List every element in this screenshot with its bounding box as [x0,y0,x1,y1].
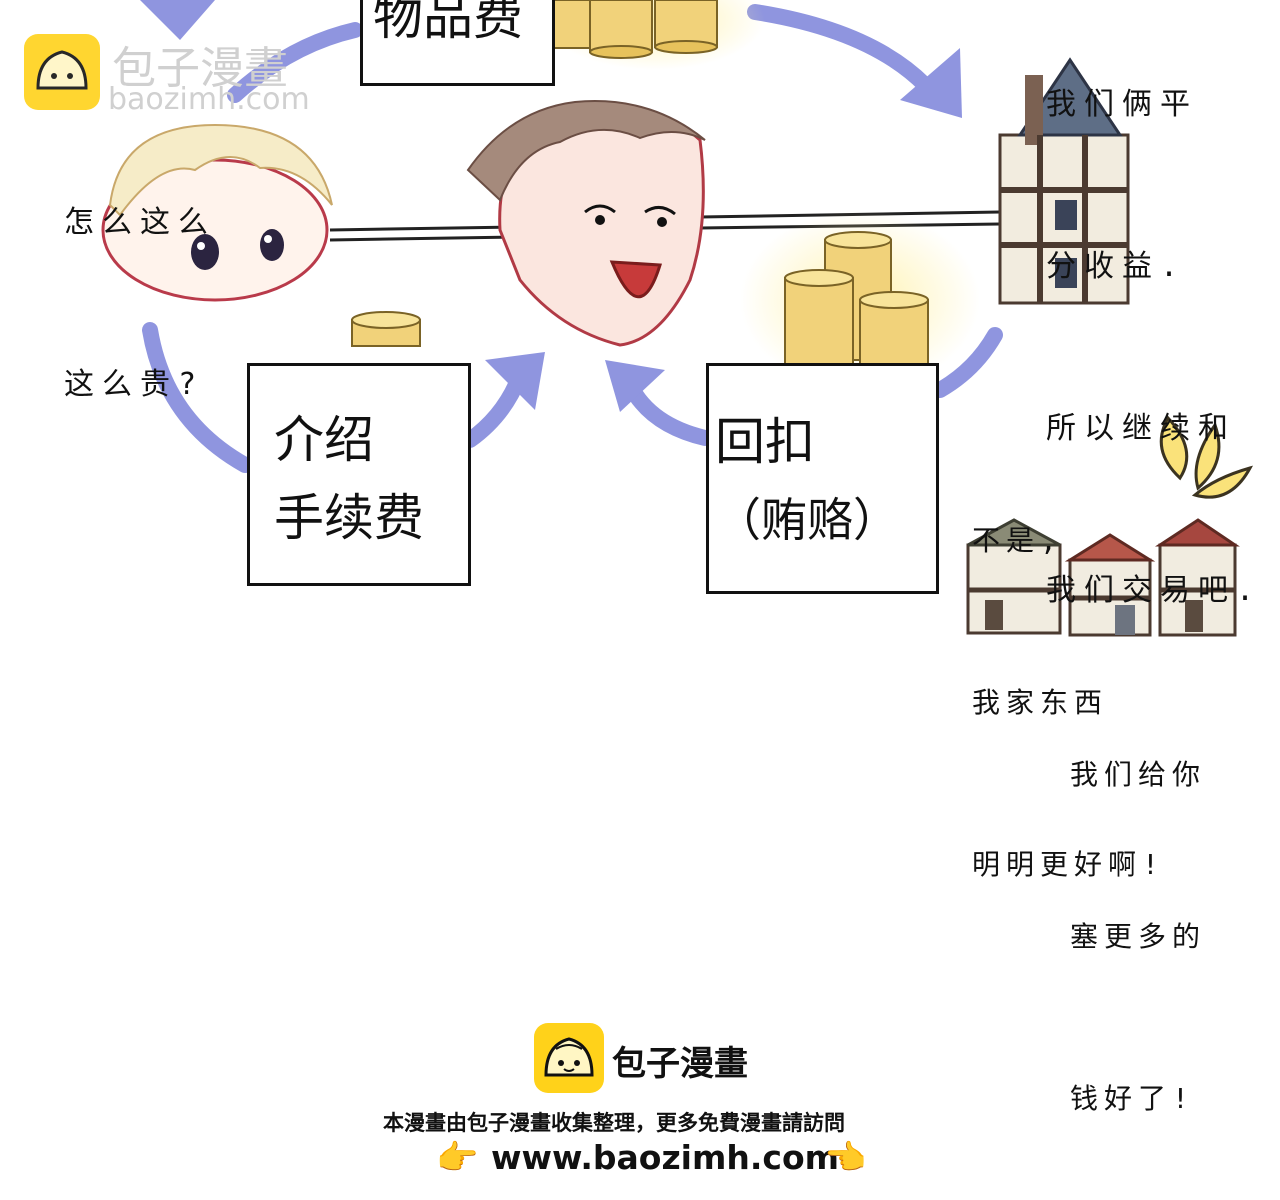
arrow-head-top-left [140,0,215,40]
competitor-speech-line: 我们给你 [1070,758,1207,791]
competitor-speech-line: 明明更好啊! [972,848,1165,881]
arrow-head-intro-up [485,352,545,410]
arrow-head-kickback-up [605,360,665,412]
watermark-url: baozimh.com [108,82,310,117]
merchant-character [466,100,706,347]
competitor-speech-line: 不是, [972,524,1063,557]
exclamation-drops [1159,415,1254,499]
customer-speech: 怎么这么 这么贵? [64,88,216,466]
merchant-speech-line: 我们交易吧. [1046,573,1263,608]
connection-line-left [329,225,516,242]
competitor-speech-line: 钱好了! [1070,1082,1195,1115]
merchant-speech: 我们俩平 分收益. 所以继续和 我们交易吧. [1046,0,1262,672]
footer-description: 本漫畫由包子漫畫收集整理，更多免費漫畫請訪問 [383,1111,845,1135]
goods-fee-label: 物品费 [373,0,523,46]
arrow-top-right [747,4,933,93]
customer-character [101,123,333,302]
comic-illustration [24,0,1254,637]
coin-stack-icon [740,210,980,390]
customer-speech-line: 怎么这么 [64,205,216,240]
competitor-speech-line: 塞更多的 [1070,920,1207,953]
brand-logo-icon [534,1023,604,1093]
watermark-logo-icon [24,34,100,110]
intro-fee-label-line2: 手续费 [274,489,424,547]
customer-speech-line: 这么贵? [64,367,205,402]
competitor-speech-2: 我们给你 塞更多的 钱好了! [1070,640,1206,1180]
arrow-head-top-right [900,48,962,118]
goods-fee-box: 物品费 [360,0,555,86]
kickback-label-line1: 回扣 [715,413,815,471]
arrow-top-left [227,22,363,103]
arrow-kickback-up [622,377,713,446]
competitor-speech-line: 我家东西 [972,686,1109,719]
merchant-speech-line: 分收益. [1046,249,1187,284]
footer-brand-name: 包子漫畫 [612,1044,748,1084]
timber-house-icon [966,518,1240,637]
arrow-left-bottom [142,322,253,473]
intro-fee-box: 介绍 手续费 [247,363,471,586]
merchant-speech-line: 我们俩平 [1046,87,1198,122]
kickback-label-line2: （贿赂） [715,493,899,547]
coin-stack-icon [351,311,421,347]
pointing-right-icon: 👉 [436,1138,479,1178]
competitor-speech-1: 不是, 我家东西 明明更好啊! [972,406,1165,946]
footer-url-link[interactable]: www.baozimh.com [491,1138,839,1177]
intro-fee-label-line1: 介绍 [274,411,374,469]
watermark-name: 包子漫畫 [112,43,288,94]
pointing-left-icon: 👈 [824,1138,867,1178]
timber-house-icon [998,57,1130,305]
coin-stack-icon [545,0,765,70]
arrow-right-bottom [932,327,1003,398]
merchant-speech-line: 所以继续和 [1046,411,1236,446]
kickback-box: 回扣 （贿赂） [706,363,939,594]
